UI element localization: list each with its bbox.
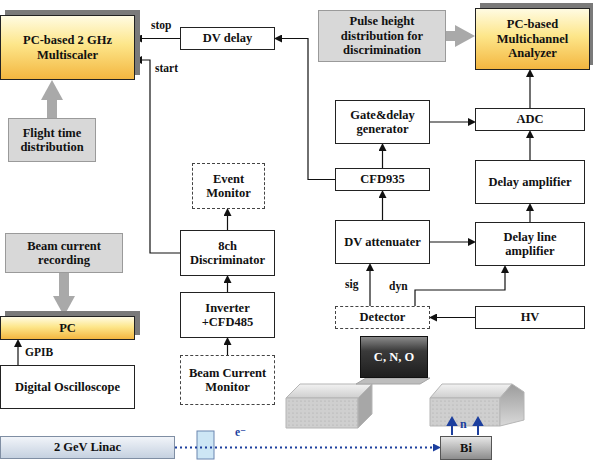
box-text: Digital Oscilloscope — [15, 380, 120, 394]
detector-box: Detector — [335, 306, 430, 329]
module-box: Delay line amplifier — [475, 222, 585, 266]
neutron-arrows — [448, 418, 482, 435]
target-block: C, N, O — [360, 336, 428, 378]
pc-box: PC-based Multichannel Analyzer — [475, 8, 590, 70]
signal-label: e⁻ — [234, 426, 247, 439]
box-text: Gate&delay generator — [340, 108, 425, 137]
callout-arrow — [47, 100, 57, 118]
box-text: PC-based 2 GHz Multiscaler — [5, 33, 130, 62]
callout-arrow — [59, 273, 69, 296]
signal-wire — [529, 77, 530, 108]
monitor-box: Event Monitor — [192, 163, 265, 209]
signal-wire — [142, 60, 180, 253]
box-text: Detector — [360, 310, 406, 324]
particle-label: n — [460, 418, 467, 431]
signal-label: stop — [150, 19, 172, 32]
module-box: Gate&delay generator — [335, 100, 430, 144]
callout-note: Flight time distribution — [8, 118, 96, 162]
box-text: Bi — [460, 441, 472, 455]
shield-side — [500, 384, 524, 426]
signal-wire — [382, 151, 383, 168]
box-text: Flight time distribution — [13, 126, 91, 155]
arrow-head — [448, 418, 456, 425]
signal-wire — [437, 317, 475, 318]
pc-box: PC — [0, 316, 135, 340]
box-text: Pulse height distribution for discrimina… — [323, 14, 441, 57]
module-box: HV — [475, 306, 585, 329]
signal-label: dyn — [388, 280, 409, 293]
signal-wire — [369, 271, 370, 306]
signal-wire — [142, 38, 180, 39]
box-text: Beam Current Monitor — [185, 366, 270, 395]
signal-wire — [430, 241, 468, 242]
monitor-box: Beam Current Monitor — [180, 355, 275, 405]
module-box: Digital Oscilloscope — [0, 365, 135, 409]
module-box: DV attenuater — [335, 220, 430, 264]
callout-note: Beam current recording — [5, 233, 123, 273]
box-text: CFD935 — [360, 172, 404, 186]
signal-wire — [529, 211, 530, 222]
shield-front — [286, 398, 358, 428]
shield-top — [286, 384, 372, 398]
signal-wire — [227, 216, 228, 230]
module-box: Delay amplifier — [475, 160, 585, 204]
box-text: DV attenuater — [344, 235, 421, 249]
signal-wire — [227, 345, 228, 355]
module-box: ADC — [475, 108, 585, 131]
target-box: Bi — [440, 436, 492, 460]
box-text: PC-based Multichannel Analyzer — [480, 17, 585, 60]
callout-arrow — [446, 31, 455, 41]
callout-note: Pulse height distribution for discrimina… — [318, 10, 446, 62]
signal-label: sig — [344, 278, 359, 291]
beam-monitor-cell — [197, 431, 214, 459]
box-text: DV delay — [203, 31, 252, 45]
signal-wire — [415, 273, 505, 306]
module-box: Inverter +CFD485 — [180, 292, 275, 338]
box-text: Beam current recording — [10, 239, 118, 268]
box-text: HV — [521, 310, 540, 324]
box-text: 2 GeV Linac — [54, 440, 121, 454]
box-text: Delay line amplifier — [480, 230, 580, 259]
signal-wire — [382, 198, 383, 220]
accelerator-box: 2 GeV Linac — [0, 436, 175, 459]
arrow-head — [474, 418, 482, 425]
module-box: DV delay — [180, 27, 275, 50]
box-text: 8ch Discriminator — [185, 239, 270, 268]
shielding-blocks — [286, 378, 524, 428]
signal-wire — [17, 347, 18, 365]
target-base — [356, 378, 430, 384]
signal-label: GPIB — [24, 346, 54, 359]
signal-wire — [529, 138, 530, 160]
box-text: Delay amplifier — [489, 175, 572, 189]
module-box: CFD935 — [335, 168, 430, 191]
module-box: 8ch Discriminator — [180, 230, 275, 276]
shield-top — [430, 384, 512, 398]
box-text: C, N, O — [374, 350, 414, 364]
shield-side — [358, 384, 372, 428]
box-text: ADC — [516, 112, 543, 126]
signal-wire — [430, 121, 468, 122]
box-text: Event Monitor — [197, 172, 260, 201]
box-text: PC — [59, 321, 76, 335]
beam-line — [175, 447, 433, 449]
pc-box: PC-based 2 GHz Multiscaler — [0, 15, 135, 80]
signal-wire — [227, 283, 228, 292]
signal-label: start — [154, 62, 179, 75]
box-text: Inverter +CFD485 — [185, 301, 270, 330]
